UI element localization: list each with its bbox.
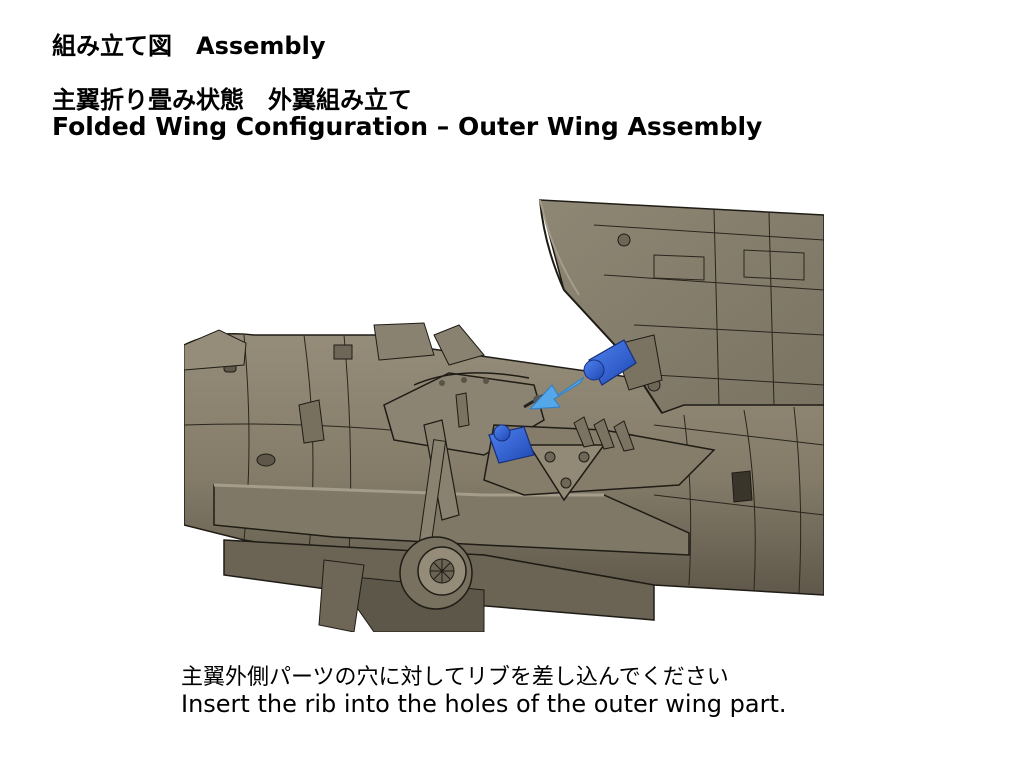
instruction-english: Insert the rib into the holes of the out… [181, 690, 787, 718]
subtitle-japanese: 主翼折り畳み状態 外翼組み立て [52, 86, 412, 114]
assembly-illustration [184, 195, 824, 632]
wing-fold-hinge [383, 372, 716, 521]
outer-wing [539, 199, 824, 414]
instruction-japanese: 主翼外側パーツの穴に対してリブを差し込んでください [181, 665, 729, 690]
page-title: 組み立て図 Assembly [52, 32, 326, 60]
arrow-icon [528, 376, 585, 410]
subtitle-english: Folded Wing Configuration – Outer Wing A… [52, 112, 763, 141]
landing-gear [318, 439, 473, 632]
